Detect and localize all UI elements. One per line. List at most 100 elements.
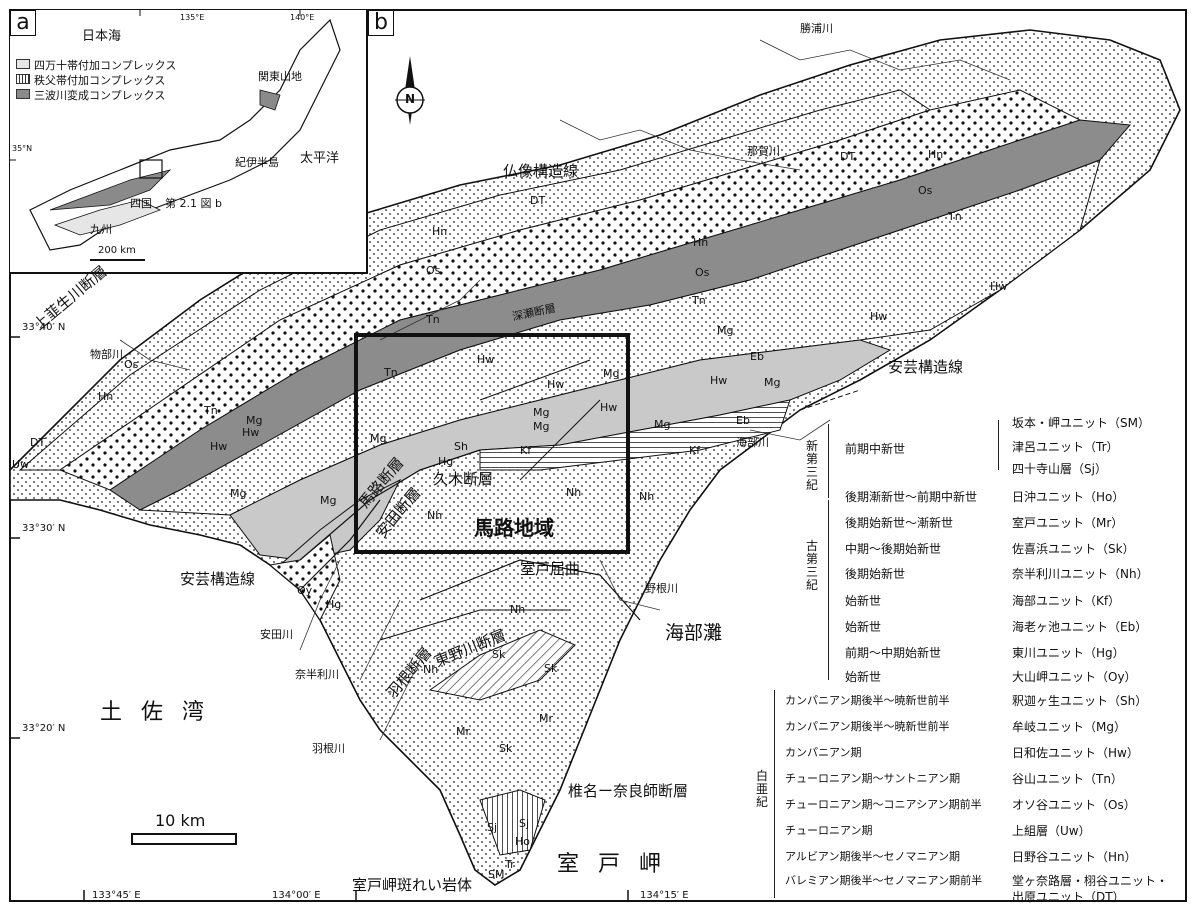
unit-hn-4: Hn [98,390,114,403]
unit-hw-2: Hw [547,378,565,391]
legend-cret-unit-2: 牟岐ユニット（Mg） [1012,720,1126,734]
unit-hn-1: Hn [432,225,448,238]
river-monobe: 物部川 [90,348,123,361]
legend-cret-unit-4: 谷山ユニット（Tn） [1012,772,1123,786]
structure-butsuzo: 仏像構造線 [503,162,579,180]
legend-paleo-age-7: 前期〜中期始新世 [845,646,942,660]
legend-paleo-unit-1: 日沖ユニット（Ho） [1012,490,1125,504]
river-naka: 那賀川 [747,145,780,158]
legend-cret-age-3: カンパニアン期 [785,746,862,759]
structure-aki-east: 安芸構造線 [888,358,964,376]
unit-ho: Ho [515,835,531,848]
unit-mg-4: Mg [603,367,620,380]
river-hane: 羽根川 [312,742,345,755]
unit-eb-2: Eb [736,414,750,427]
unit-sj-1: Sj [487,821,498,834]
legend-neo-unit-2: 津呂ユニット（Tr） [1012,440,1119,454]
unit-mr-2: Mr [456,725,471,738]
study-area-box [354,333,630,554]
legend-paleo-age-5: 始新世 [845,594,882,608]
inset-ocean: 太平洋 [300,151,340,166]
inset-map [10,10,341,261]
inset-panel: 135°E 140°E 35°N 日本海 太平洋 関東山地 紀伊半島 四国 九州… [10,10,368,274]
unit-mg-6: Mg [717,324,734,337]
unit-os-3: Os [918,184,933,197]
river-nane: 野根川 [645,582,678,595]
legend-neo-unit-1: 坂本・岬ユニット（SM） [1012,416,1150,430]
unit-uw: Uw [12,458,30,471]
panel-label-b: b [368,10,394,36]
inset-kanto: 関東山地 [258,70,302,83]
legend-cret-unit-5: オソ谷ユニット（Os） [1012,798,1136,812]
unit-tr: Tr [505,858,515,871]
river-kainan: 海部川 [736,436,769,449]
legend-paleo-unit-5: 海部ユニット（Kf） [1012,594,1121,608]
lon-tick-3: 134°15′ E [640,890,689,901]
inset-lon-135: 135°E [180,13,205,22]
unit-hw-7: Hw [210,440,228,453]
unit-hw-5: Hw [870,310,888,323]
unit-mg-5: Mg [654,418,671,431]
north-arrow [395,56,425,125]
structure-muroto-bend: 室戸屈曲 [520,560,581,578]
river-yasuda: 安田川 [260,628,293,641]
unit-hg-2: Hg [326,598,342,611]
legend-swatch-shimanto [16,59,30,69]
unit-hg-1: Hg [438,455,454,468]
panel-label-a: a [10,10,36,36]
legend-paleo-unit-8: 大山岬ユニット（Oy） [1012,670,1137,684]
unit-hn-2: Hn [693,236,709,249]
legend-cret-unit-9: 出原ユニット（DT） [1012,890,1125,904]
legend-neogene: 新第三紀 [806,439,819,492]
unit-os-1: Os [426,264,441,277]
legend-swatch-chichibu [16,74,30,84]
unit-os-4: Os [124,358,139,371]
cape-muroto: 室 戸 岬 [557,852,667,877]
unit-dt-3: DT [30,436,46,449]
unit-oy: Oy [297,584,313,597]
legend-paleo-unit-2: 室戸ユニット（Mr） [1012,516,1124,530]
legend-cret-unit-6: 上組層（Uw） [1012,824,1091,838]
inset-shikoku: 四国 [130,197,152,210]
unit-tn-1: Tn [426,313,440,326]
legend-cret-age-2: カンパニアン期後半〜暁新世前半 [785,720,950,733]
legend-paleo-age-4: 後期始新世 [845,567,906,581]
unit-mg-9: Mg [230,487,247,500]
study-area-label: 馬路地域 [474,516,554,540]
legend-paleo-unit-7: 東川ユニット（Hg） [1012,646,1125,660]
legend-cretaceous: 白亜紀 [756,769,769,809]
legend-cret-unit-7: 日野谷ユニット（Hn） [1012,850,1137,864]
unit-hw-6: Hw [990,280,1008,293]
legend-cret-age-5: チューロニアン期〜コニアシアン期前半 [785,798,982,811]
unit-nh-3: Nh [639,490,655,503]
inset-sea-north: 日本海 [82,29,122,44]
unit-sm: SM [488,868,505,881]
legend-paleo-unit-4: 奈半利川ユニット（Nh） [1012,567,1149,581]
inset-legend-sanbagawa: 三波川変成コンプレックス [34,89,166,102]
unit-nh-4: Nh [510,603,526,616]
scale-bar-label: 10 km [155,811,206,830]
legend-paleo-age-8: 始新世 [845,670,882,684]
unit-hn-3: Hn [928,148,944,161]
unit-kf-1: Kf [520,444,532,457]
unit-dt-2: DT [840,150,856,163]
legend-paleo-age-3: 中期〜後期始新世 [845,542,942,556]
legend-cret-age-7: アルビアン期後半〜セノマニアン期 [785,850,961,863]
unit-hw-3: Hw [600,401,618,414]
river-nahari: 奈半利川 [295,668,339,681]
unit-mg-10: Mg [320,494,337,507]
lat-tick-3: 33°20′ N [22,723,66,734]
unit-eb-1: Eb [750,350,764,363]
inset-lat-35: 35°N [12,144,33,153]
unit-sk-2: Sk [544,662,558,675]
lon-tick-1: 133°45′ E [92,890,141,901]
legend-cret-age-1: カンパニアン期後半〜暁新世前半 [785,694,950,707]
inset-kyushu: 九州 [90,223,112,236]
structure-aki-west: 安芸構造線 [180,570,256,588]
inset-scale: 200 km [98,245,136,256]
legend-cret-age-6: チューロニアン期 [785,824,873,837]
inset-legend-shimanto: 四万十帯付加コンプレックス [34,59,177,72]
unit-mg-8: Mg [246,414,263,427]
unit-hw-4: Hw [710,374,728,387]
